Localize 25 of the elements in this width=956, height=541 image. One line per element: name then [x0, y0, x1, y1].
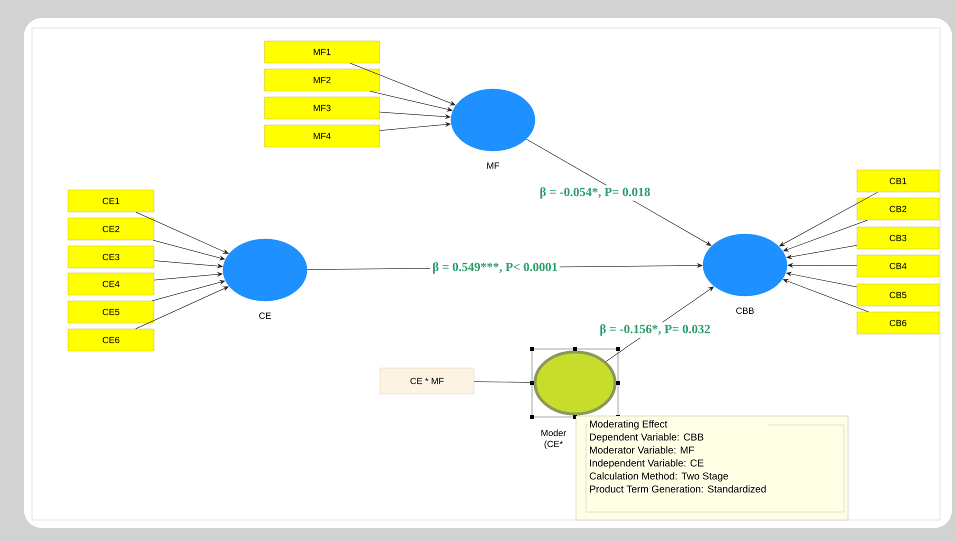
indicator-box: CB5 — [856, 284, 940, 306]
node-label: MF — [487, 162, 500, 169]
indicator-box: MF3 — [264, 96, 380, 120]
indicator-box: MF1 — [264, 40, 380, 64]
node-label: CBB — [736, 308, 754, 314]
indicator-box: CE4 — [68, 272, 154, 296]
indicator-box: CB1 — [856, 170, 940, 192]
edge-label: β = 0.549***, P< 0.0001 — [430, 260, 560, 276]
product-term-box: CE * MF — [380, 368, 474, 394]
indicator-box: CB6 — [856, 312, 940, 334]
indicator-box: CE1 — [68, 190, 154, 212]
edge-label: β = -0.054*, P= 0.018 — [538, 185, 652, 201]
indicator-box: MF2 — [264, 68, 380, 92]
edge-label: β = -0.156*, P= 0.032 — [598, 322, 712, 338]
indicator-box: CB3 — [856, 226, 940, 250]
node-label: Moder (CE* — [541, 430, 566, 449]
indicator-box: CE5 — [68, 300, 154, 324]
node-label: CE — [259, 312, 271, 319]
indicator-box: CE3 — [68, 246, 154, 268]
indicator-box: CE6 — [68, 328, 154, 352]
indicator-box: CB2 — [856, 198, 940, 220]
indicator-box: CE2 — [68, 218, 154, 240]
tooltip-box: Moderating Effect Dependent Variable: CBB Moderator Variable: MF Independent Variable: CE Calculation Method: Two Stage Product Term Generation: Standardized — [576, 416, 848, 520]
indicator-box: CB4 — [856, 254, 940, 278]
indicator-box: MF4 — [264, 124, 380, 148]
